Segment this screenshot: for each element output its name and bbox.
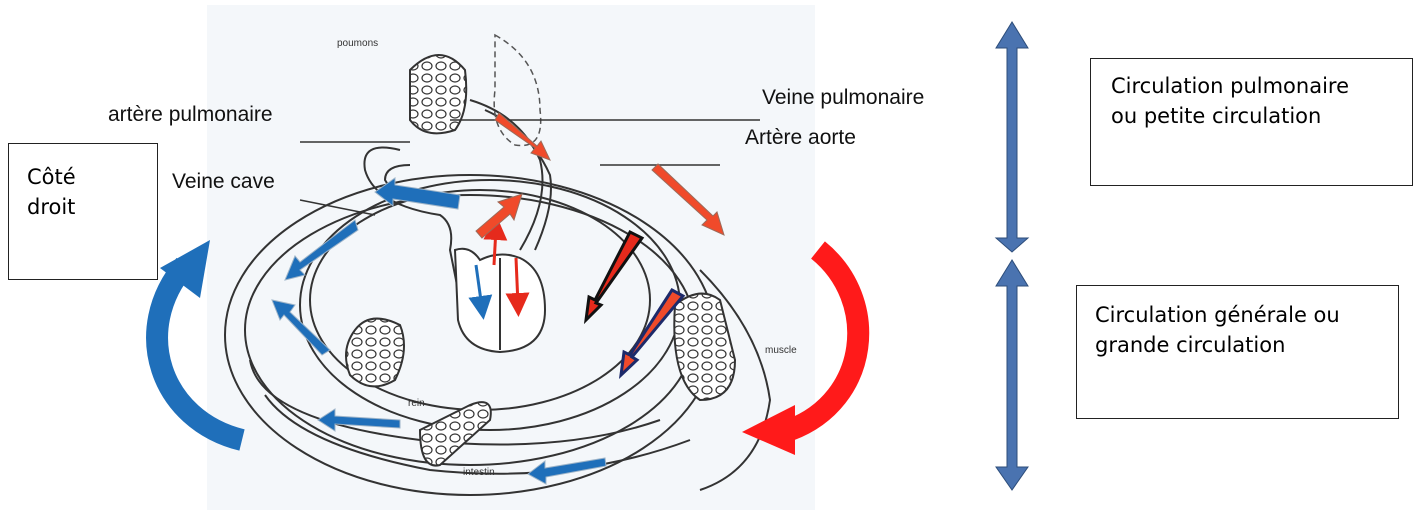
label-muscle: muscle <box>765 345 797 356</box>
label-veine-cave: Veine cave <box>172 170 275 194</box>
red-arrow-heart-up <box>494 228 496 265</box>
label-artere-aorte: Artère aorte <box>745 126 856 150</box>
box-circulation-generale: Circulation générale ou grande circulati… <box>1076 285 1399 419</box>
box-generale-line2: grande circulation <box>1095 330 1398 360</box>
label-intestin: intestin <box>463 467 495 478</box>
box-generale-line1: Circulation générale ou <box>1095 300 1398 330</box>
box-pulmonaire-line2: ou petite circulation <box>1111 101 1412 131</box>
lung-left <box>410 55 466 133</box>
double-arrow-general <box>996 260 1028 490</box>
label-veine-pulmonaire: Veine pulmonaire <box>762 86 924 110</box>
box-cote-droit-line1: Côté <box>27 162 157 192</box>
box-pulmonaire-line1: Circulation pulmonaire <box>1111 71 1412 101</box>
label-poumons: poumons <box>337 38 378 49</box>
kidney <box>346 319 404 387</box>
label-rein: rein <box>408 398 425 409</box>
double-arrow-pulmonary <box>996 22 1028 252</box>
box-cote-droit-line2: droit <box>27 192 157 222</box>
red-arrow-heart-down <box>516 258 518 305</box>
box-cote-droit: Côté droit <box>8 143 158 280</box>
label-artere-pulmonaire: artère pulmonaire <box>108 103 273 127</box>
box-circulation-pulmonaire: Circulation pulmonaire ou petite circula… <box>1090 58 1413 186</box>
